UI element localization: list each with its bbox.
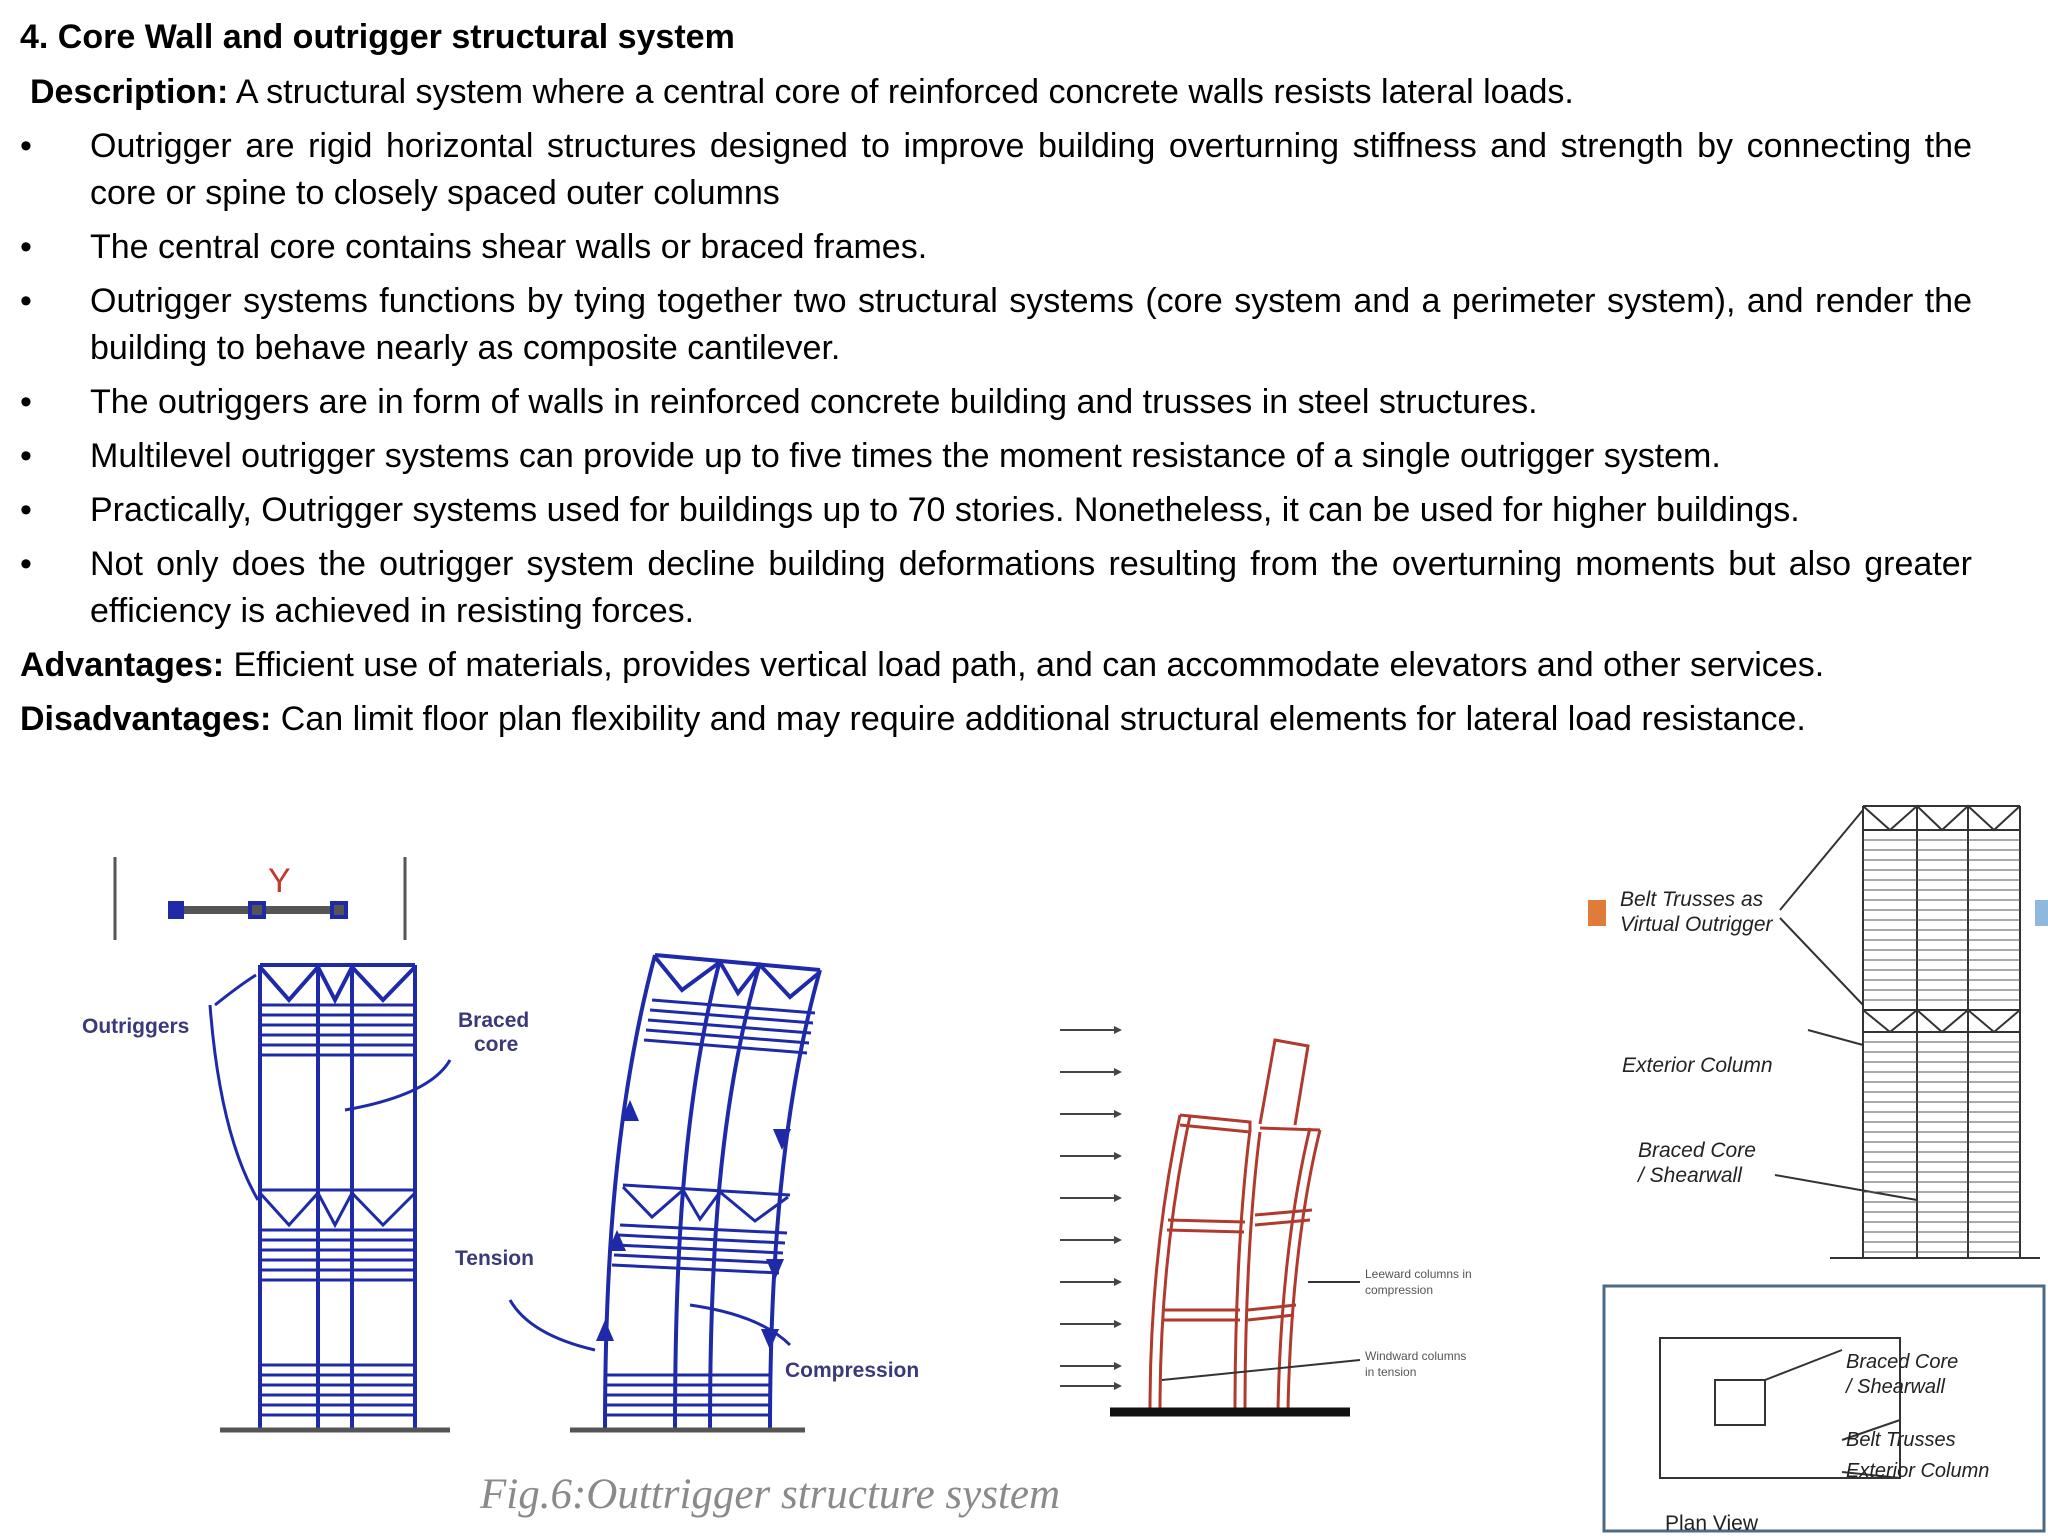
leeward-label-line2: compression [1365, 1283, 1433, 1297]
description-text: A structural system where a central core… [228, 73, 1574, 111]
text-content: 4. Core Wall and outrigger structural sy… [20, 14, 1972, 750]
bullet-item: Outrigger systems functions by tying tog… [20, 278, 1972, 372]
plan-belt-trusses-label: Belt Trusses [1846, 1429, 1956, 1451]
disadvantages-paragraph: Disadvantages: Can limit floor plan flex… [20, 696, 1972, 743]
tension-label: Tension [455, 1247, 534, 1270]
plan-braced-core-label-line2: / Shearwall [1844, 1376, 1945, 1398]
braced-core-label-line2: / Shearwall [1636, 1164, 1743, 1187]
disadvantages-text: Can limit floor plan flexibility and may… [271, 700, 1806, 738]
outriggers-label: Outriggers [82, 1015, 189, 1038]
braced-core-label-line1: Braced Core [1638, 1139, 1756, 1162]
section-heading: 4. Core Wall and outrigger structural sy… [20, 18, 735, 56]
y-axis-label: Y [268, 862, 291, 900]
exterior-column-label: Exterior Column [1622, 1054, 1773, 1077]
windward-label-line2: in tension [1365, 1365, 1416, 1379]
belt-trusses-label-line2: Virtual Outrigger [1620, 913, 1774, 936]
deflection-diagram: Leeward columns in compression Windward … [1060, 1026, 1472, 1417]
bullet-item: The outriggers are in form of walls in r… [20, 379, 1972, 426]
braced-core-label-line1: Braced [458, 1009, 529, 1032]
advantages-label: Advantages: [20, 646, 225, 684]
outrigger-diagram: Y Outriggers Braced core Tension Compres… [82, 857, 919, 1433]
compression-label: Compression [785, 1359, 919, 1382]
bullet-list: Outrigger are rigid horizontal structure… [20, 123, 1972, 635]
bullet-item: The central core contains shear walls or… [20, 224, 1972, 271]
advantages-text: Efficient use of materials, provides ver… [224, 646, 1825, 684]
bullet-item: Outrigger are rigid horizontal structure… [20, 123, 1972, 217]
plan-view-label: Plan View [1665, 1512, 1759, 1535]
windward-label-line1: Windward columns [1365, 1349, 1466, 1363]
description-label: Description: [30, 73, 229, 111]
bullet-item: Not only does the outrigger system decli… [20, 541, 1972, 635]
plan-braced-core-label-line1: Braced Core [1846, 1351, 1958, 1373]
orange-accent-marker [1588, 900, 1606, 926]
belt-trusses-label-line1: Belt Trusses as [1620, 888, 1764, 911]
blue-accent-marker [2035, 900, 2048, 926]
belt-truss-diagram: Belt Trusses as Virtual Outrigger Exteri… [1588, 804, 2048, 1535]
description-paragraph: Description: A structural system where a… [30, 69, 1972, 116]
braced-core-label-line2: core [474, 1033, 518, 1056]
bullet-item: Practically, Outrigger systems used for … [20, 487, 1972, 534]
leeward-label-line1: Leeward columns in [1365, 1267, 1472, 1281]
advantages-paragraph: Advantages: Efficient use of materials, … [20, 642, 1972, 689]
figure-caption: Fig.6:Outtrigger structure system [480, 1471, 1061, 1518]
plan-exterior-column-label: Exterior Column [1846, 1460, 1989, 1482]
bullet-item: Multilevel outrigger systems can provide… [20, 433, 1972, 480]
disadvantages-label: Disadvantages: [20, 700, 272, 738]
